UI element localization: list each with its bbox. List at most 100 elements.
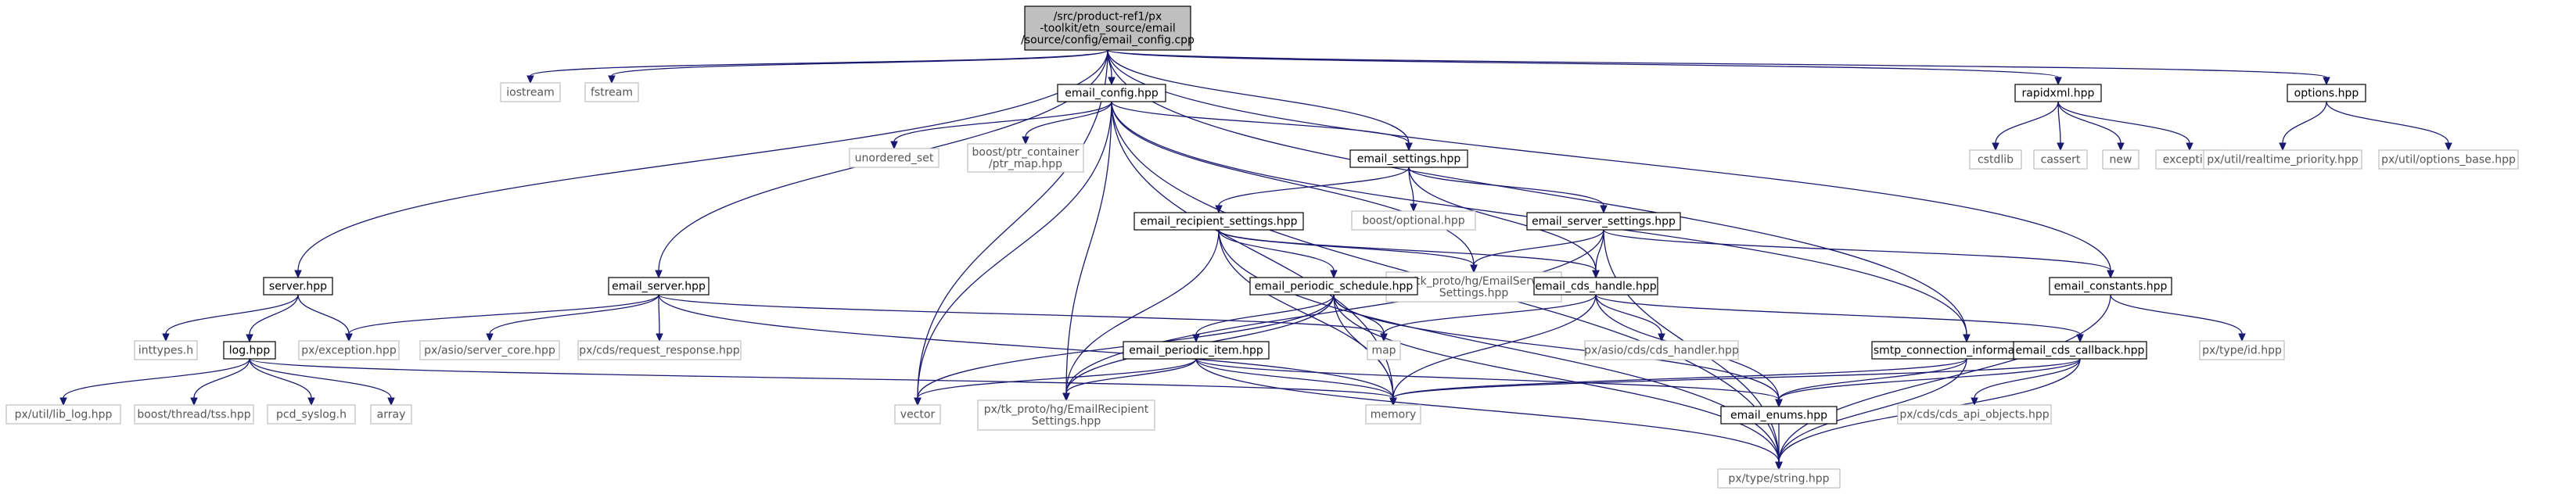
node-email-settings-hpp[interactable]: email_settings.hpp <box>1349 149 1468 168</box>
edge-line <box>893 101 1112 142</box>
node-label: /src/product-ref1/px <box>1054 11 1162 23</box>
edge-line <box>917 101 1112 399</box>
node-box <box>1367 340 1401 360</box>
node-box <box>967 143 1084 173</box>
node-label: boost/thread/tss.hpp <box>137 409 250 421</box>
node-email-cds-callback-hpp[interactable]: email_cds_callback.hpp <box>2013 341 2147 360</box>
node-box <box>370 404 412 425</box>
edge-arrowhead <box>2107 270 2114 279</box>
node-email-server-hpp[interactable]: email_server.hpp <box>608 277 710 296</box>
edge-email-config-hpp-to-memory <box>1111 101 1397 407</box>
node-server-core: px/asio/server_core.hpp <box>419 340 560 360</box>
node-label: email_periodic_item.hpp <box>1129 345 1263 357</box>
edge-server-hpp-to-px-exception <box>297 294 353 342</box>
node-label: px/asio/server_core.hpp <box>424 345 555 357</box>
edge-arrowhead <box>294 270 302 279</box>
node-email-periodic-item-hpp[interactable]: email_periodic_item.hpp <box>1123 341 1270 360</box>
node-label: email_config.hpp <box>1065 88 1159 100</box>
node-box <box>1249 277 1418 296</box>
edge-arrowhead <box>608 75 616 84</box>
edge-arrowhead <box>656 333 663 342</box>
node-box <box>608 277 710 296</box>
edge-email-cds-callback-hpp-to-memory <box>1389 358 2081 407</box>
node-label: map <box>1371 345 1396 357</box>
edge-line <box>1974 358 2081 399</box>
node-email-constants-hpp[interactable]: email_constants.hpp <box>2049 277 2172 296</box>
node-box <box>1897 404 2052 425</box>
edge-line <box>1333 294 1780 463</box>
node-box <box>2203 149 2362 170</box>
edge-email-periodic-item-hpp-to-type-string <box>1195 358 1783 471</box>
node-type-string: px/type/string.hpp <box>1717 468 1841 489</box>
edge-email-config-hpp-to-email-settings-hpp <box>1111 101 1413 152</box>
edge-arrowhead <box>1389 397 1397 407</box>
node-label: email_cds_handle.hpp <box>1535 281 1656 293</box>
node-label: new <box>2110 154 2132 167</box>
edge-arrowhead <box>1410 203 1417 213</box>
node-email-server-settings-hpp[interactable]: email_server_settings.hpp <box>1526 212 1681 231</box>
node-root[interactable]: /src/product-ref1/px-toolkit/etn_source/… <box>1021 5 1195 51</box>
edge-line <box>63 358 250 399</box>
node-label: px/cds/cds_api_objects.hpp <box>1899 409 2049 421</box>
node-options-hpp[interactable]: options.hpp <box>2287 84 2366 102</box>
edge-arrowhead <box>162 333 170 342</box>
edge-arrowhead <box>345 333 353 342</box>
edge-arrowhead <box>1022 136 1029 145</box>
edge-email-periodic-item-hpp-to-hg-email-recipient-settings <box>1062 358 1197 402</box>
node-box <box>1024 5 1191 51</box>
edge-line <box>1107 49 2111 271</box>
edge-arrowhead <box>2186 142 2193 152</box>
node-email-recipient-settings-hpp[interactable]: email_recipient_settings.hpp <box>1134 212 1304 231</box>
edge-arrowhead <box>1062 392 1070 402</box>
node-box <box>1717 468 1841 489</box>
edge-log-hpp-to-array <box>249 358 395 407</box>
node-label: /ptr_map.hpp <box>989 158 1062 170</box>
node-box <box>267 404 356 425</box>
node-box <box>1720 406 1838 425</box>
node-cstdlib: cstdlib <box>1969 149 2022 170</box>
edge-arrowhead <box>2279 142 2287 152</box>
node-label: email_constants.hpp <box>2054 281 2168 293</box>
node-label: px/tk_proto/hg/EmailServer <box>1399 275 1549 288</box>
node-log-hpp[interactable]: log.hpp <box>223 341 276 360</box>
node-vector: vector <box>894 404 941 425</box>
node-box <box>1584 340 1739 360</box>
edge-root-to-email-constants-hpp <box>1107 49 2114 279</box>
node-email-enums-hpp[interactable]: email_enums.hpp <box>1720 406 1838 425</box>
node-label: email_server.hpp <box>612 281 706 293</box>
edge-email-cds-handle-hpp-to-cds-handler <box>1595 294 1665 342</box>
node-label: px/tk_proto/hg/EmailRecipient <box>984 403 1149 416</box>
edge-arrowhead <box>1470 264 1478 274</box>
node-server-hpp[interactable]: server.hpp <box>263 277 333 296</box>
node-email-cds-handle-hpp[interactable]: email_cds_handle.hpp <box>1533 277 1658 296</box>
edge-line <box>1107 49 2327 78</box>
node-box <box>223 341 276 360</box>
edge-line <box>1473 229 1604 266</box>
edge-line <box>1065 358 1197 394</box>
node-email-periodic-schedule-hpp[interactable]: email_periodic_schedule.hpp <box>1249 277 1418 296</box>
node-label: memory <box>1371 409 1417 421</box>
node-label: iostream <box>506 87 555 99</box>
edge-arrowhead <box>486 333 494 342</box>
edge-email-server-hpp-to-request-response <box>656 294 663 342</box>
edge-options-hpp-to-realtime-priority <box>2279 101 2327 152</box>
node-request-response: px/cds/request_response.hpp <box>577 340 742 360</box>
edge-arrowhead <box>2117 142 2125 152</box>
edge-arrowhead <box>1658 333 1665 342</box>
node-label: inttypes.h <box>138 345 193 357</box>
edge-line <box>1595 294 2081 335</box>
node-box <box>263 277 333 296</box>
node-label: cstdlib <box>1978 154 2014 167</box>
edge-arrowhead <box>1992 142 1999 152</box>
node-label: rapidxml.hpp <box>2022 88 2095 100</box>
edge-server-hpp-to-inttypes <box>162 294 299 342</box>
edge-arrowhead <box>2323 77 2330 86</box>
node-label: email_cds_callback.hpp <box>2016 345 2145 357</box>
edge-arrowhead <box>2057 142 2064 152</box>
edge-arrowhead <box>2238 333 2246 342</box>
node-rapidxml-hpp[interactable]: rapidxml.hpp <box>2014 84 2102 102</box>
node-cds-handler: px/asio/cds/cds_handler.hpp <box>1584 340 1739 360</box>
edge-email-settings-hpp-to-email-recipient-settings-hpp <box>1215 167 1410 214</box>
node-email-config-hpp[interactable]: email_config.hpp <box>1057 84 1166 102</box>
edge-line <box>917 358 1197 399</box>
